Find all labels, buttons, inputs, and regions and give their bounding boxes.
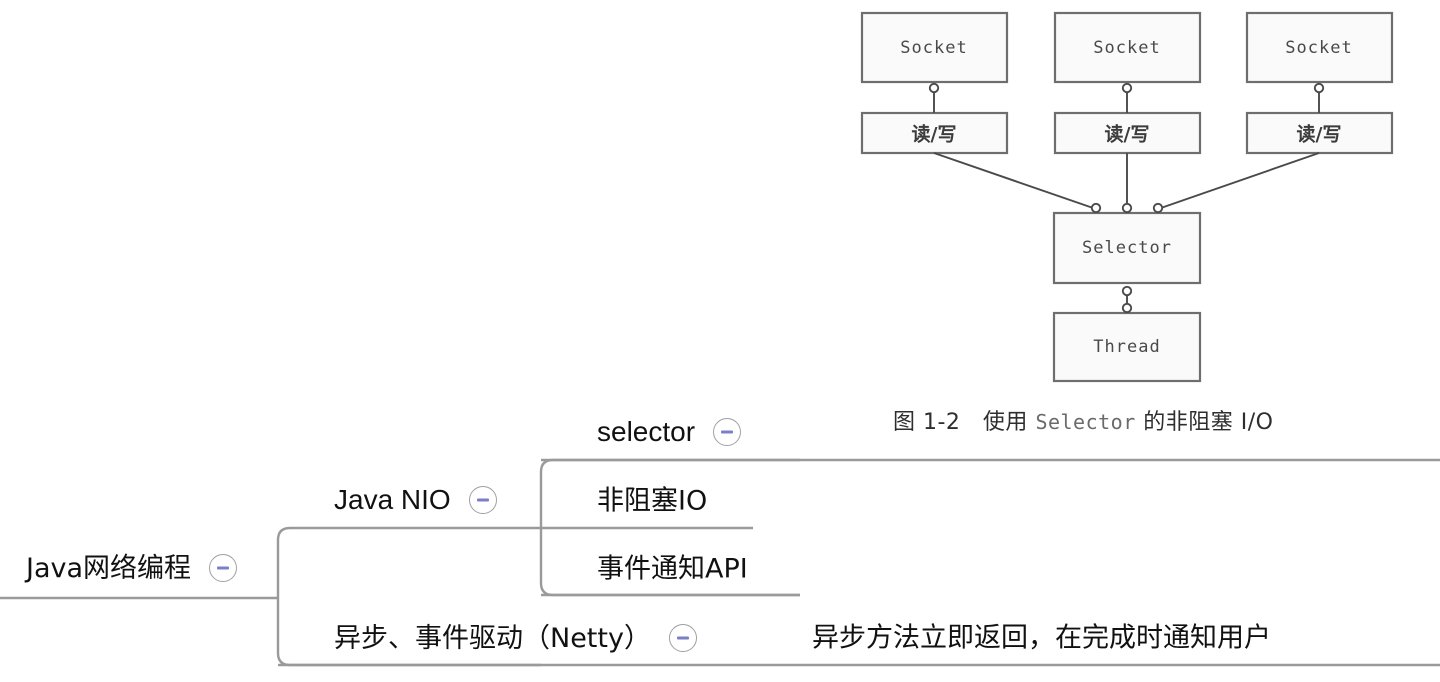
port-thread-top bbox=[1121, 302, 1133, 314]
mindmap-node-async-return-note[interactable]: 异步方法立即返回，在完成时通知用户 bbox=[812, 625, 1271, 652]
minus-circle-icon[interactable] bbox=[668, 624, 697, 652]
figure-caption: 图 1-2 使用 Selector 的非阻塞 I/O bbox=[893, 404, 1273, 436]
mindmap-node-async-return-note-label: 异步方法立即返回，在完成时通知用户 bbox=[812, 622, 1271, 654]
selector-box bbox=[1052, 211, 1202, 285]
read-write-box-2-label: 读/写 bbox=[1104, 123, 1150, 146]
port-socket3 bbox=[1313, 82, 1325, 94]
figure-ports bbox=[928, 82, 1325, 314]
thread-box-label: Thread bbox=[1093, 337, 1161, 357]
connector-rw3-selector bbox=[1157, 152, 1320, 210]
selector-nonblocking-io-figure: Socket Socket Socket 读/写 读/写 读/写 Selecto… bbox=[860, 11, 1394, 436]
mindmap-node-java-nio[interactable]: Java NIO bbox=[334, 486, 497, 514]
minus-circle-icon[interactable] bbox=[713, 418, 742, 446]
mindmap-node-async-event-driven[interactable]: 异步、事件驱动（Netty） bbox=[334, 624, 697, 652]
mindmap-node-event-notification-api[interactable]: 事件通知API bbox=[597, 556, 748, 583]
mindmap-node-nonblocking-io[interactable]: 非阻塞IO bbox=[597, 488, 707, 515]
mindmap-node-event-notification-api-label: 事件通知API bbox=[597, 553, 748, 585]
minus-circle-icon[interactable] bbox=[468, 486, 497, 514]
port-socket2 bbox=[1121, 82, 1133, 94]
mindmap-node-nonblocking-io-label: 非阻塞IO bbox=[597, 485, 708, 517]
port-selector-center bbox=[1121, 202, 1133, 214]
read-write-box-3 bbox=[1245, 111, 1394, 155]
port-selector-bottom bbox=[1121, 285, 1133, 297]
figure-caption-number: 图 1-2 bbox=[893, 410, 961, 435]
figure-caption-selector-word: Selector bbox=[1035, 410, 1136, 434]
socket-box-2-label: Socket bbox=[1093, 38, 1161, 58]
socket-box-3 bbox=[1245, 11, 1394, 84]
read-write-box-1 bbox=[860, 111, 1009, 155]
mindmap-node-selector-label: selector bbox=[597, 416, 696, 447]
port-selector-right bbox=[1152, 202, 1164, 214]
read-write-box-3-label: 读/写 bbox=[1296, 123, 1342, 146]
figure-caption-text-before: 使用 bbox=[982, 410, 1028, 435]
socket-box-1 bbox=[860, 11, 1009, 84]
mindmap-node-java-nio-label: Java NIO bbox=[334, 484, 451, 515]
mindmap-node-root-label: Java网络编程 bbox=[26, 552, 192, 584]
minus-circle-icon[interactable] bbox=[209, 554, 238, 582]
figure-vector-layer bbox=[860, 11, 1394, 383]
mindmap-node-async-event-driven-label: 异步、事件驱动（Netty） bbox=[334, 622, 651, 654]
socket-box-1-label: Socket bbox=[900, 38, 968, 58]
socket-box-2 bbox=[1053, 11, 1202, 84]
thread-box bbox=[1052, 311, 1202, 383]
read-write-box-1-label: 读/写 bbox=[911, 123, 957, 146]
selector-box-label: Selector bbox=[1082, 238, 1172, 258]
mindmap-node-selector[interactable]: selector bbox=[597, 416, 742, 447]
mindmap-node-root[interactable]: Java网络编程 bbox=[26, 552, 238, 584]
port-selector-left bbox=[1090, 202, 1102, 214]
figure-caption-text-after: 的非阻塞 I/O bbox=[1143, 410, 1274, 435]
socket-box-3-label: Socket bbox=[1285, 38, 1353, 58]
port-socket1 bbox=[928, 82, 940, 94]
connector-rw1-selector bbox=[933, 152, 1097, 210]
